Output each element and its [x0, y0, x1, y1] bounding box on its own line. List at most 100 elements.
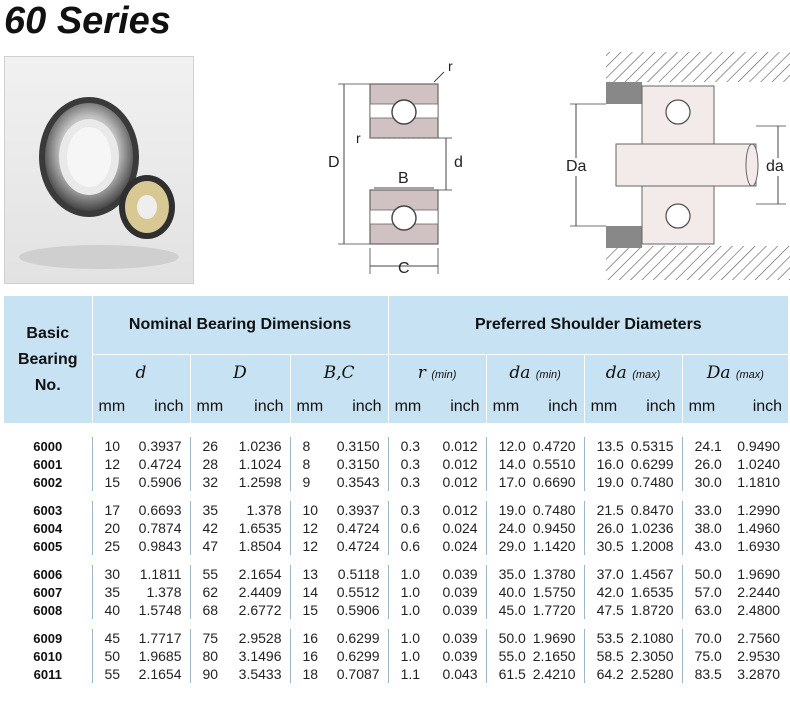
unit-inch-header: inch: [138, 391, 190, 423]
value-mm: 55: [189, 565, 236, 583]
value-mm: 18: [289, 665, 332, 683]
bearing-number: 6007: [33, 584, 63, 600]
value-inch: 1.7720: [532, 602, 576, 618]
value-mm: 55: [91, 665, 138, 683]
value-mm: 26.0: [583, 519, 629, 537]
value-inch: 0.012: [442, 456, 478, 472]
value-inch: 1.6930: [737, 538, 781, 554]
value-inch: 0.6299: [336, 648, 380, 664]
value-mm: 42: [189, 519, 236, 537]
bearing-number: 6000: [33, 438, 63, 454]
value-mm: 17.0: [485, 473, 531, 491]
value-inch: 2.4210: [532, 666, 576, 682]
value-mm: 30.0: [681, 473, 727, 491]
unit-mm-header: mm: [681, 391, 727, 423]
value-mm: 50: [91, 647, 138, 665]
value-mm: 13: [289, 565, 332, 583]
value-inch: 3.2870: [737, 666, 781, 682]
bearing-cross-section-diagram: r r D d B C: [326, 54, 476, 286]
value-mm: 21.5: [583, 501, 629, 519]
value-mm: 80: [189, 647, 236, 665]
value-inch: 1.5748: [138, 602, 182, 618]
value-mm: 30.5: [583, 537, 629, 555]
value-mm: 35: [189, 501, 236, 519]
value-inch: 0.8470: [630, 502, 674, 518]
value-inch: 0.039: [442, 584, 478, 600]
value-inch: 0.5118: [337, 566, 380, 582]
header-sym-BC: B,C: [289, 354, 389, 391]
value-inch: 0.039: [442, 648, 478, 664]
value-inch: 2.1654: [138, 666, 182, 682]
unit-mm-header: mm: [583, 391, 629, 423]
value-mm: 0.6: [387, 537, 433, 555]
value-mm: 0.3: [387, 437, 433, 455]
value-inch: 0.5512: [336, 584, 380, 600]
value-mm: 75.0: [681, 647, 727, 665]
value-mm: 10: [289, 501, 332, 519]
bearing-number: 6008: [33, 602, 63, 618]
value-inch: 1.6535: [238, 520, 282, 536]
value-inch: 1.0236: [238, 438, 282, 454]
value-inch: 1.5750: [532, 584, 576, 600]
value-mm: 1.0: [387, 601, 433, 619]
value-inch: 0.6299: [336, 630, 380, 646]
value-mm: 26: [189, 437, 236, 455]
value-mm: 63.0: [681, 601, 727, 619]
group-spacer: [4, 491, 788, 501]
value-inch: 0.4720: [532, 438, 576, 454]
value-inch: 0.7480: [630, 474, 674, 490]
value-inch: 1.4567: [630, 566, 674, 582]
value-mm: 12: [289, 537, 332, 555]
value-inch: 0.5510: [532, 456, 576, 472]
bearing-photo: [4, 56, 194, 284]
value-inch: 0.7480: [532, 502, 576, 518]
value-inch: 0.6690: [532, 474, 576, 490]
value-inch: 2.9528: [238, 630, 282, 646]
value-mm: 40: [91, 601, 138, 619]
value-inch: 1.1810: [737, 474, 781, 490]
label-B: B: [398, 170, 409, 187]
value-mm: 25: [91, 537, 138, 555]
value-mm: 16: [289, 647, 332, 665]
label-r-top: r: [448, 58, 453, 74]
page-title: 60 Series: [4, 0, 171, 42]
header-basic-line3: No.: [34, 376, 61, 394]
bearing-image: [19, 97, 179, 269]
value-inch: 2.2440: [737, 584, 781, 600]
value-mm: 1.0: [387, 629, 433, 647]
value-inch: 0.4724: [336, 538, 380, 554]
group-spacer: [4, 619, 788, 629]
value-mm: 26.0: [681, 455, 727, 473]
value-mm: 24.0: [485, 519, 531, 537]
label-d: d: [454, 154, 463, 171]
value-mm: 70.0: [681, 629, 727, 647]
value-inch: 0.5906: [138, 474, 182, 490]
value-inch: 0.039: [442, 566, 478, 582]
bearing-spec-table: Basic Bearing No. Nominal Bearing Dimens…: [4, 296, 789, 698]
value-mm: 90: [189, 665, 236, 683]
value-mm: 42.0: [583, 583, 629, 601]
shoulder-mounting-diagram: Da da: [566, 50, 790, 286]
value-inch: 0.4724: [336, 520, 380, 536]
value-inch: 1.3780: [532, 566, 576, 582]
value-mm: 29.0: [485, 537, 531, 555]
value-mm: 20: [91, 519, 138, 537]
value-mm: 17: [91, 501, 138, 519]
bearing-number: 6004: [33, 520, 63, 536]
unit-inch-header: inch: [432, 391, 487, 423]
value-mm: 1.0: [387, 565, 433, 583]
unit-mm-header: mm: [289, 391, 332, 423]
value-mm: 10: [91, 437, 138, 455]
value-inch: 1.0240: [737, 456, 781, 472]
bearing-number: 6009: [33, 630, 63, 646]
value-mm: 19.0: [583, 473, 629, 491]
value-inch: 2.9530: [737, 648, 781, 664]
